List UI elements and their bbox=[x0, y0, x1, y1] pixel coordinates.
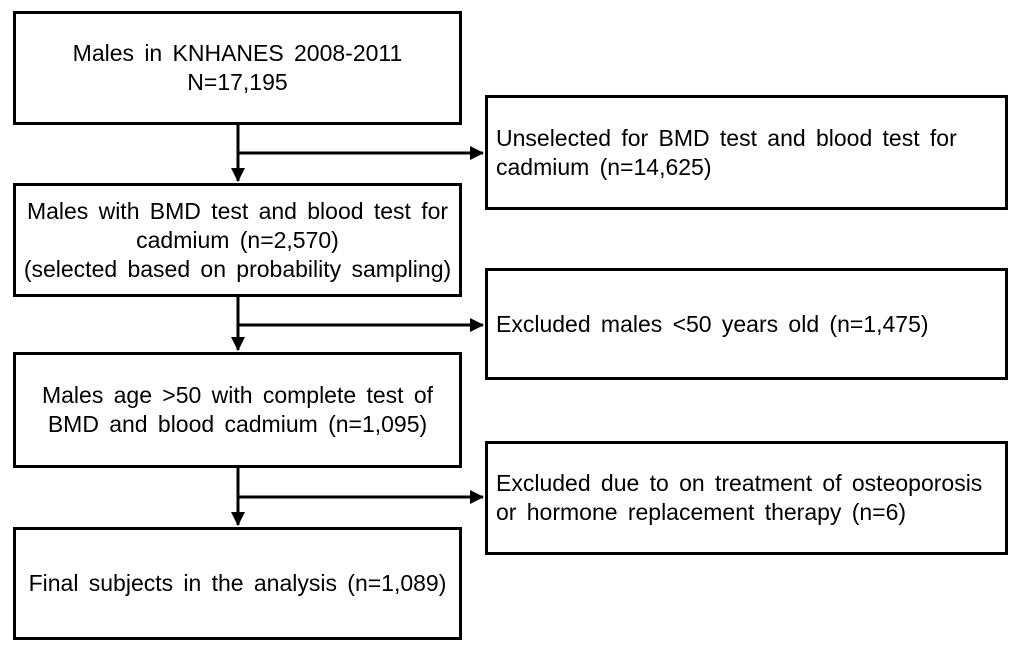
flow-box-population: Males in KNHANES 2008-2011 N=17,195 bbox=[13, 11, 462, 125]
flow-box-bmd-sample: Males with BMD test and blood test for c… bbox=[13, 183, 462, 297]
flow-box-excluded-unselected: Unselected for BMD test and blood test f… bbox=[485, 95, 1008, 210]
flow-box-bmd-sample-text: Males with BMD test and blood test for c… bbox=[23, 197, 452, 282]
flow-box-final-subjects: Final subjects in the analysis (n=1,089) bbox=[13, 527, 462, 640]
flow-box-population-text: Males in KNHANES 2008-2011 N=17,195 bbox=[72, 40, 403, 95]
flow-box-excluded-age-text: Excluded males <50 years old (n=1,475) bbox=[496, 310, 929, 337]
flow-box-excluded-unselected-text: Unselected for BMD test and blood test f… bbox=[496, 124, 957, 180]
flow-box-excluded-age: Excluded males <50 years old (n=1,475) bbox=[485, 268, 1008, 380]
flow-box-age-over-50: Males age >50 with complete test of BMD … bbox=[13, 352, 462, 468]
flow-box-excluded-treatment: Excluded due to on treatment of osteopor… bbox=[485, 441, 1008, 555]
flow-box-excluded-treatment-text: Excluded due to on treatment of osteopor… bbox=[496, 470, 983, 525]
flow-box-age-over-50-text: Males age >50 with complete test of BMD … bbox=[41, 382, 434, 437]
flow-box-final-subjects-text: Final subjects in the analysis (n=1,089) bbox=[28, 570, 447, 596]
